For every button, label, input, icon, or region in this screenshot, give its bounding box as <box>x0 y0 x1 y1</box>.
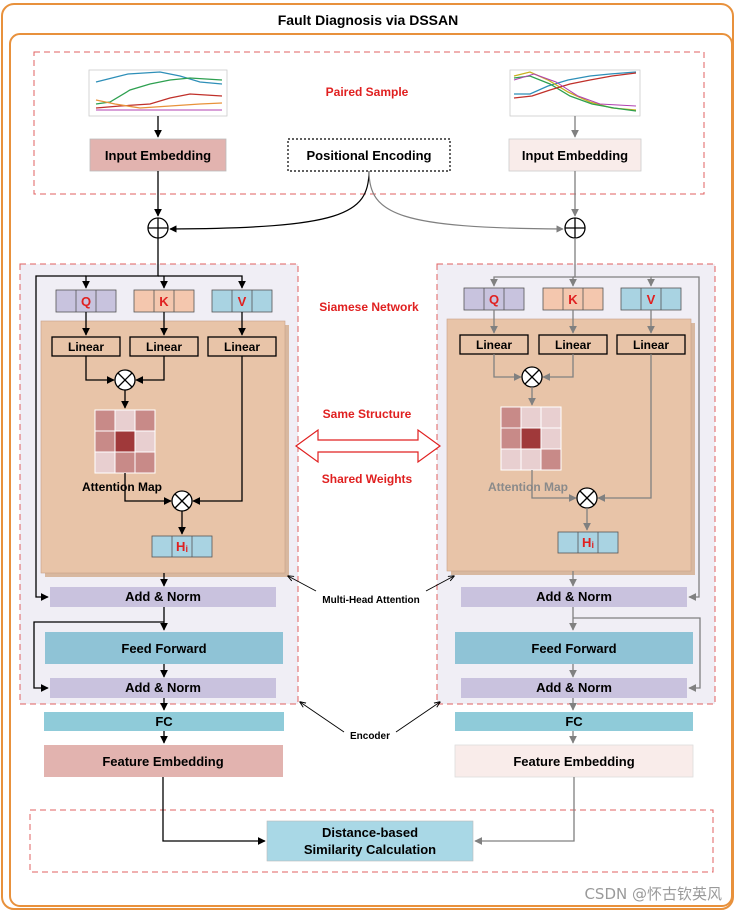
right-input-embedding <box>508 138 642 172</box>
distance-region <box>29 809 714 873</box>
right-sample-chart <box>509 69 641 117</box>
distance-similarity-box <box>266 820 474 862</box>
right-add-circle <box>564 217 586 239</box>
distance-label-line1: Distance-based <box>322 825 418 840</box>
left-fc-label: FC <box>155 714 173 729</box>
left-add-norm-2 <box>50 678 276 698</box>
left-add-norm-1-label: Add & Norm <box>125 589 201 604</box>
right-multiply-icon-1 <box>521 366 543 388</box>
left-add-norm-2-label: Add & Norm <box>125 680 201 695</box>
left-input-embedding <box>89 138 227 172</box>
left-hi-box <box>151 535 213 558</box>
right-feed-forward <box>455 632 693 664</box>
left-fc <box>44 712 284 731</box>
left-input-embedding-label: Input Embedding <box>105 148 211 163</box>
left-v-label: V <box>238 294 247 309</box>
multi-head-attention-label: Multi-Head Attention <box>322 595 419 606</box>
right-fc-label: FC <box>565 714 583 729</box>
left-feed-forward-label: Feed Forward <box>121 641 206 656</box>
diagram-title: Fault Diagnosis via DSSAN <box>278 12 458 28</box>
right-multiply-icon-2 <box>576 487 598 509</box>
paired-sample-region <box>33 51 705 195</box>
positional-encoding-label: Positional Encoding <box>307 148 432 163</box>
left-attention-heatmap <box>94 409 156 474</box>
right-fc <box>455 712 693 731</box>
right-add-norm-2-label: Add & Norm <box>536 680 612 695</box>
right-attention-block <box>446 318 692 572</box>
right-hi-box <box>557 531 619 554</box>
right-attention-heatmap <box>500 406 562 471</box>
distance-label-line2: Similarity Calculation <box>304 842 436 857</box>
right-add-norm-2 <box>461 678 687 698</box>
right-q-box <box>463 287 525 311</box>
right-linear-v-label: Linear <box>633 338 669 352</box>
left-add-norm-1 <box>50 587 276 607</box>
right-feed-forward-label: Feed Forward <box>531 641 616 656</box>
left-attention-map-label: Attention Map <box>82 480 162 494</box>
watermark: CSDN @怀古钦英风 <box>584 885 722 903</box>
right-feature-embedding <box>454 744 694 778</box>
left-attention-block <box>40 320 286 574</box>
right-feature-embedding-label: Feature Embedding <box>513 754 634 769</box>
double-arrow-icon <box>294 428 442 464</box>
left-linear-k-label: Linear <box>146 340 182 354</box>
left-feature-embedding-label: Feature Embedding <box>102 754 223 769</box>
right-input-embedding-label: Input Embedding <box>522 148 628 163</box>
left-feature-embedding <box>44 745 283 777</box>
right-q-label: Q <box>489 292 499 307</box>
right-hi-label: Hi <box>582 535 594 550</box>
left-sample-chart <box>88 69 228 117</box>
right-attention-map-label: Attention Map <box>488 480 568 494</box>
left-multiply-icon-2 <box>171 490 193 512</box>
left-q-box <box>55 289 117 313</box>
siamese-network-label: Siamese Network <box>319 300 419 314</box>
left-q-label: Q <box>81 294 91 309</box>
shared-weights-label: Shared Weights <box>322 472 413 486</box>
left-add-circle <box>147 217 169 239</box>
right-v-box <box>620 287 682 311</box>
right-linear-q-label: Linear <box>476 338 512 352</box>
right-add-norm-1 <box>461 587 687 607</box>
same-structure-label: Same Structure <box>323 407 412 421</box>
left-multiply-icon-1 <box>114 369 136 391</box>
right-k-label: K <box>568 292 578 307</box>
encoder-label: Encoder <box>350 731 390 742</box>
right-v-label: V <box>647 292 656 307</box>
positional-encoding-box <box>287 138 451 172</box>
left-hi-label: Hi <box>176 539 188 554</box>
left-k-label: K <box>159 294 169 309</box>
paired-sample-label: Paired Sample <box>326 85 409 99</box>
right-linear-k-label: Linear <box>555 338 591 352</box>
left-linear-q-label: Linear <box>68 340 104 354</box>
left-feed-forward <box>45 632 283 664</box>
right-add-norm-1-label: Add & Norm <box>536 589 612 604</box>
left-linear-v-label: Linear <box>224 340 260 354</box>
